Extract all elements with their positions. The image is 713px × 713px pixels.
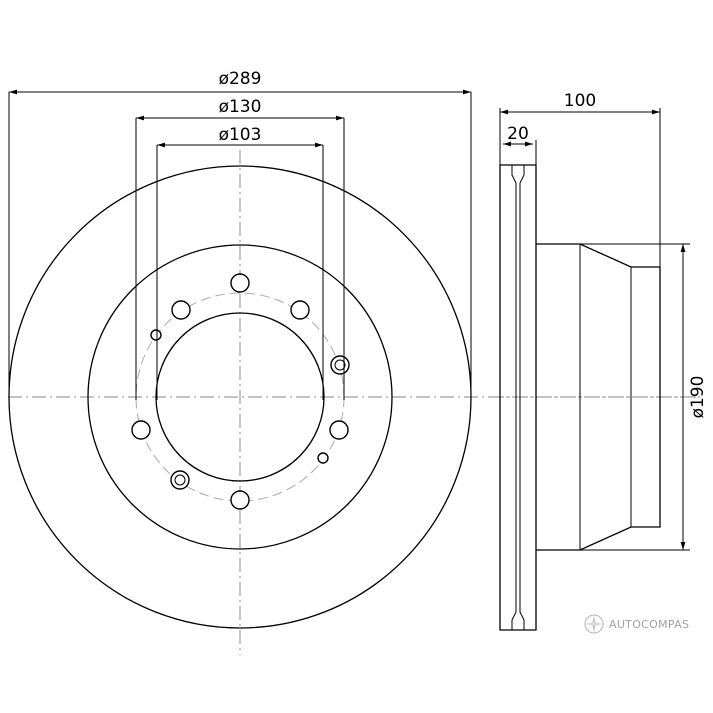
dimension-hat-height: 100 xyxy=(499,91,661,267)
small-locating-hole xyxy=(150,329,162,341)
center-bore-label: ø103 xyxy=(219,125,262,145)
watermark: AUTOCOMPAS xyxy=(582,612,689,636)
bolt-hole xyxy=(131,420,151,440)
threaded-hole-outer xyxy=(170,470,190,490)
outer-diameter-label: ø289 xyxy=(219,69,262,89)
disc-thickness-label: 20 xyxy=(507,124,529,144)
front-view: ø289 ø130 ø103 xyxy=(8,69,700,655)
disc-cross-section xyxy=(499,164,537,631)
center-bore xyxy=(155,312,325,482)
watermark-text: AUTOCOMPAS xyxy=(609,617,690,631)
threaded-hole-inner xyxy=(334,359,346,371)
hat-diameter-label: ø190 xyxy=(688,376,708,419)
hat-profile xyxy=(536,243,661,551)
bolt-hole xyxy=(171,300,191,320)
side-view: 100 20 ø190 xyxy=(490,91,708,631)
bolt-hole xyxy=(230,490,250,510)
small-locating-hole xyxy=(317,452,329,464)
dimension-bolt-circle: ø130 xyxy=(135,97,345,400)
autocompas-logo-icon xyxy=(584,614,604,634)
bolt-circle-label: ø130 xyxy=(219,97,262,117)
dimension-disc-thickness: 20 xyxy=(503,124,537,165)
bolt-hole xyxy=(230,273,250,293)
bolt-hole xyxy=(290,300,310,320)
bolt-holes xyxy=(131,273,350,510)
hat-outer-edge xyxy=(87,244,393,550)
dimension-hat-diameter: ø190 xyxy=(580,243,708,551)
threaded-hole-outer xyxy=(330,355,350,375)
hat-height-label: 100 xyxy=(564,91,596,111)
dimension-center-bore: ø103 xyxy=(156,125,324,400)
threaded-hole-inner xyxy=(174,474,186,486)
dimension-outer-diameter: ø289 xyxy=(8,69,472,400)
bolt-hole xyxy=(329,420,349,440)
